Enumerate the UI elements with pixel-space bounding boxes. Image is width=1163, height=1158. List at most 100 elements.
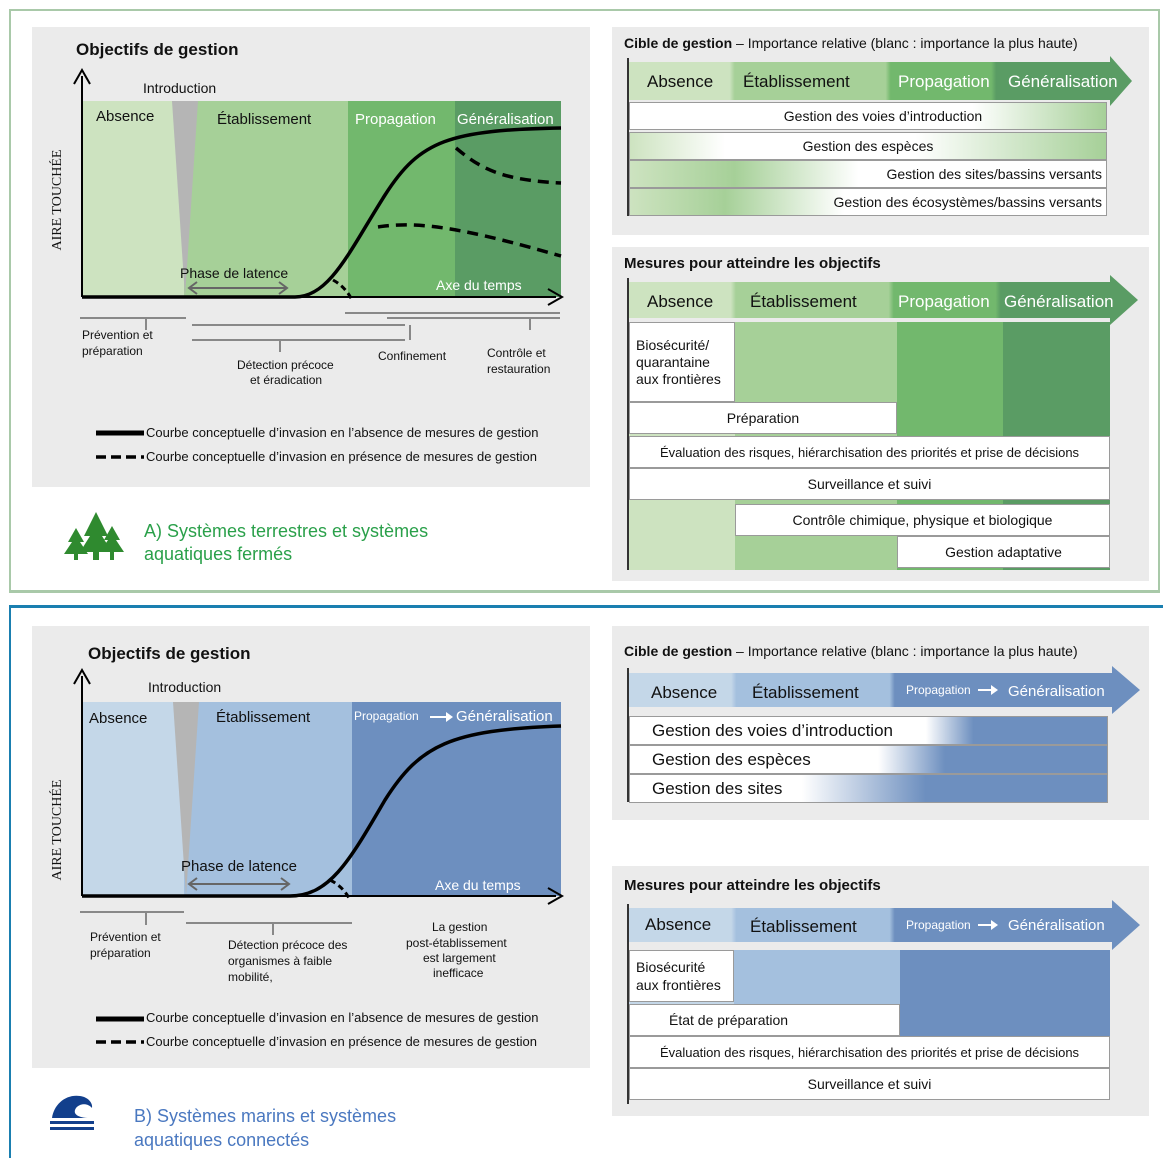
panel-b-measure-3-line1: La gestion	[432, 920, 488, 934]
panel-a-dashed-curve-2	[377, 223, 562, 258]
panel-b-measures-phase-etablissement: Établissement	[750, 917, 857, 936]
panel-b-surveillance-label: Surveillance et suivi	[807, 1076, 932, 1092]
panel-b-targets-phase-etablissement: Établissement	[752, 683, 859, 702]
panel-a-phase-label-generalisation: Généralisation	[457, 111, 554, 128]
panel-a-target-row-4: Gestion des écosystèmes/bassins versants	[629, 188, 1107, 216]
panel-b-target-row-2: Gestion des espèces	[629, 745, 1108, 774]
panel-a-targets-phase-generalisation: Généralisation	[1008, 72, 1118, 91]
panel-b-col-propagation	[900, 950, 1110, 1038]
panel-a-target-row-2-label: Gestion des espèces	[802, 138, 934, 154]
panel-b-preparation: État de préparation	[629, 1004, 900, 1036]
panel-a-phase-absence	[82, 101, 184, 297]
panel-b-targets-phase-absence: Absence	[651, 683, 718, 702]
panel-b-introduction-label: Introduction	[148, 679, 222, 695]
panel-a-targets-phase-etablissement: Établissement	[743, 72, 850, 91]
panel-a-biosecurity: Biosécurité/ quarantaine aux frontières	[629, 322, 735, 402]
panel-a-measure-1-line1: Prévention et	[82, 328, 153, 342]
panel-b-target-row-1: Gestion des voies d’introduction	[629, 716, 1108, 745]
panel-a-measure-4-line2: restauration	[487, 362, 551, 376]
panel-a-surveillance: Surveillance et suivi	[629, 468, 1110, 500]
panel-b-targets-phase-generalisation: Généralisation	[1008, 683, 1105, 700]
panel-a-phase-label-propagation: Propagation	[355, 111, 436, 128]
panel-b-surveillance: Surveillance et suivi	[629, 1068, 1110, 1100]
panel-b-targets-title-rest: – Importance relative (blanc : importanc…	[732, 643, 1078, 659]
panel-b-measure-2-line1: Détection précoce des	[228, 938, 348, 952]
panel-a-target-row-1: Gestion des voies d’introduction	[629, 102, 1107, 130]
panel-a-target-row-3: Gestion des sites/bassins versants	[629, 160, 1107, 188]
panel-a-measures-phase-generalisation: Généralisation	[1004, 292, 1114, 311]
panel-a-measures-phase-propagation: Propagation	[898, 292, 990, 311]
panel-a-measures-title: Mesures pour atteindre les objectifs	[624, 255, 881, 272]
panel-b-measures-phase-generalisation: Généralisation	[1008, 917, 1105, 934]
panel-a-targets-phase-absence: Absence	[647, 72, 714, 91]
panel-b-targets-title-bold: Cible de gestion	[624, 643, 733, 659]
panel-b-targets-phase-propagation: Propagation	[906, 683, 971, 697]
panel-b-legend-solid: Courbe conceptuelle d’invasion en l’abse…	[146, 1010, 539, 1025]
panel-b-phase-label-propagation: Propagation	[354, 709, 419, 723]
panel-a-dashed-curve-1	[454, 146, 562, 185]
panel-a-measures-phase-absence: Absence	[647, 292, 714, 311]
panel-b-measures-phase-absence: Absence	[645, 915, 712, 934]
panel-a-legend-solid: Courbe conceptuelle d’invasion en l’abse…	[146, 425, 539, 440]
panel-b-phase-label-absence: Absence	[89, 710, 148, 727]
panel-a-legend-dashed: Courbe conceptuelle d’invasion en présen…	[146, 449, 537, 464]
panel-a-dashed-curve-3	[332, 278, 354, 301]
panel-b-measure-1-line2: préparation	[90, 946, 151, 960]
panel-a-targets-phase-propagation: Propagation	[898, 72, 990, 91]
panel-b-phase-absence	[82, 702, 184, 896]
panel-b-preparation-label: État de préparation	[669, 1012, 789, 1028]
panel-b-legend-dashed: Courbe conceptuelle d’invasion en présen…	[146, 1034, 537, 1049]
panel-b-measures-title: Mesures pour atteindre les objectifs	[624, 877, 881, 894]
panel-a-targets-title: Cible de gestion – Importance relative (…	[624, 35, 1078, 51]
panel-b-biosecurity: Biosécurité aux frontières	[629, 950, 734, 1002]
panel-b-phase-label-etablissement: Établissement	[216, 709, 311, 726]
panel-a-control: Contrôle chimique, physique et biologiqu…	[735, 504, 1110, 536]
panel-b-target-row-2-label: Gestion des espèces	[652, 749, 811, 769]
panel-a-target-row-1-label: Gestion des voies d’introduction	[783, 108, 983, 124]
panel-a-targets-title-bold: Cible de gestion	[624, 35, 733, 51]
panel-a-introduction-wedge	[172, 101, 198, 297]
panel-a-phase-propagation	[348, 101, 455, 297]
panel-a-measure-2-line1: Détection précoce	[237, 358, 334, 372]
panel-b-target-row-3-label: Gestion des sites	[652, 778, 783, 798]
panel-a-target-row-2: Gestion des espèces	[629, 132, 1107, 160]
panel-a-preparation-label: Préparation	[726, 410, 800, 426]
panel-a-control-label: Contrôle chimique, physique et biologiqu…	[792, 512, 1053, 528]
panel-b-measure-3-line4: inefficace	[433, 966, 484, 980]
panel-b-latency-label: Phase de latence	[181, 858, 297, 875]
panel-a-measure-1-line2: préparation	[82, 344, 143, 358]
panel-b-measure-brackets	[80, 911, 352, 935]
panel-b-chart-title: Objectifs de gestion	[88, 644, 251, 663]
panel-b-target-row-3: Gestion des sites	[629, 774, 1108, 803]
panel-b-time-axis-label: Axe du temps	[435, 877, 521, 893]
panel-a-measure-brackets	[80, 312, 560, 352]
panel-a-chart-title: Objectifs de gestion	[76, 40, 239, 59]
panel-b-targets-title: Cible de gestion – Importance relative (…	[624, 643, 1078, 659]
panel-b-introduction-wedge	[173, 702, 199, 896]
panel-b-measure-2-line3: mobilité,	[228, 970, 273, 984]
panel-a-caption-line1: A) Systèmes terrestres et systèmes	[144, 521, 429, 541]
panel-a-measure-3-line1: Confinement	[378, 349, 447, 363]
panel-b-caption-line1: B) Systèmes marins et systèmes	[134, 1106, 397, 1126]
panel-a-biosecurity-line1: Biosécurité/	[636, 336, 710, 353]
panel-a-measures-phase-etablissement: Établissement	[750, 292, 857, 311]
panel-a-targets-title-rest: – Importance relative (blanc : importanc…	[732, 35, 1078, 51]
panel-b-dashed-curve	[329, 878, 352, 901]
panel-a-biosecurity-line2: quarantaine	[636, 353, 710, 370]
panel-a-time-axis-label: Axe du temps	[436, 277, 522, 293]
panel-a-introduction-label: Introduction	[143, 80, 217, 96]
panel-a-caption-line2: aquatiques fermés	[144, 544, 293, 564]
panel-a-risk: Évaluation des risques, hiérarchisation …	[629, 436, 1110, 468]
panel-a-phase-label-absence: Absence	[96, 108, 155, 125]
panel-b-risk-label: Évaluation des risques, hiérarchisation …	[659, 1044, 1080, 1060]
panel-a-surveillance-label: Surveillance et suivi	[807, 476, 932, 492]
panel-b-measures-phase-propagation: Propagation	[906, 918, 971, 932]
panel-a-risk-label: Évaluation des risques, hiérarchisation …	[659, 444, 1080, 460]
panel-b-phase-label-generalisation: Généralisation	[456, 708, 553, 725]
